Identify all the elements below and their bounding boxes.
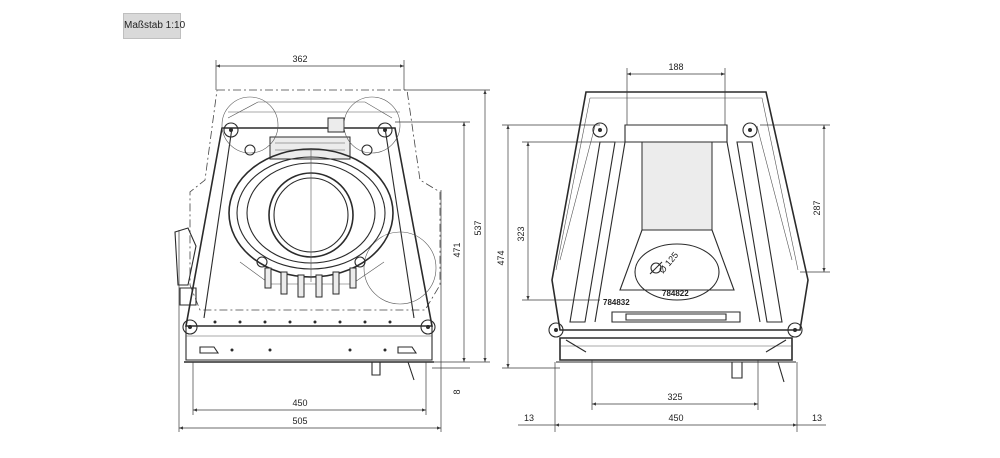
scale-label: Maßstab 1:10 [123, 13, 185, 39]
left-view [174, 89, 441, 381]
dim-left-base-width: 450 [292, 398, 307, 408]
left-screws [213, 320, 392, 352]
right-view: Ø 125 784822 784832 [548, 91, 809, 383]
dim-right-height-mid: 323 [516, 226, 526, 241]
right-body-outline [551, 91, 809, 331]
dim-right-flue-diameter: Ø 125 [657, 250, 680, 275]
left-dimensions: 362 537 471 8 450 505 [178, 54, 490, 432]
dim-right-height-right: 287 [812, 200, 822, 215]
left-top-duct [269, 136, 351, 160]
dim-right-side-right: 13 [812, 413, 822, 423]
label-part-a: 784822 [662, 289, 689, 298]
left-corner-bolts [182, 122, 436, 335]
dim-left-height-inner: 471 [452, 242, 462, 257]
right-flue-ring [634, 243, 720, 301]
dim-left-top-width: 362 [292, 54, 307, 64]
dim-right-inner-width: 325 [667, 392, 682, 402]
dim-right-height-outer: 474 [496, 250, 506, 265]
dim-left-base-offset: 8 [452, 389, 462, 394]
left-bottom-segments [239, 261, 385, 298]
dim-left-height-outer: 537 [473, 220, 483, 235]
right-back-panel [641, 141, 713, 231]
dim-right-side-left: 13 [524, 413, 534, 423]
dim-right-top-width: 188 [668, 62, 683, 72]
label-part-b: 784832 [603, 298, 630, 307]
right-corner-bolts [548, 122, 803, 338]
dim-left-overall-width: 505 [292, 416, 307, 426]
right-dimensions: 188 474 323 287 325 450 13 13 [496, 62, 830, 432]
dim-right-base-width: 450 [668, 413, 683, 423]
